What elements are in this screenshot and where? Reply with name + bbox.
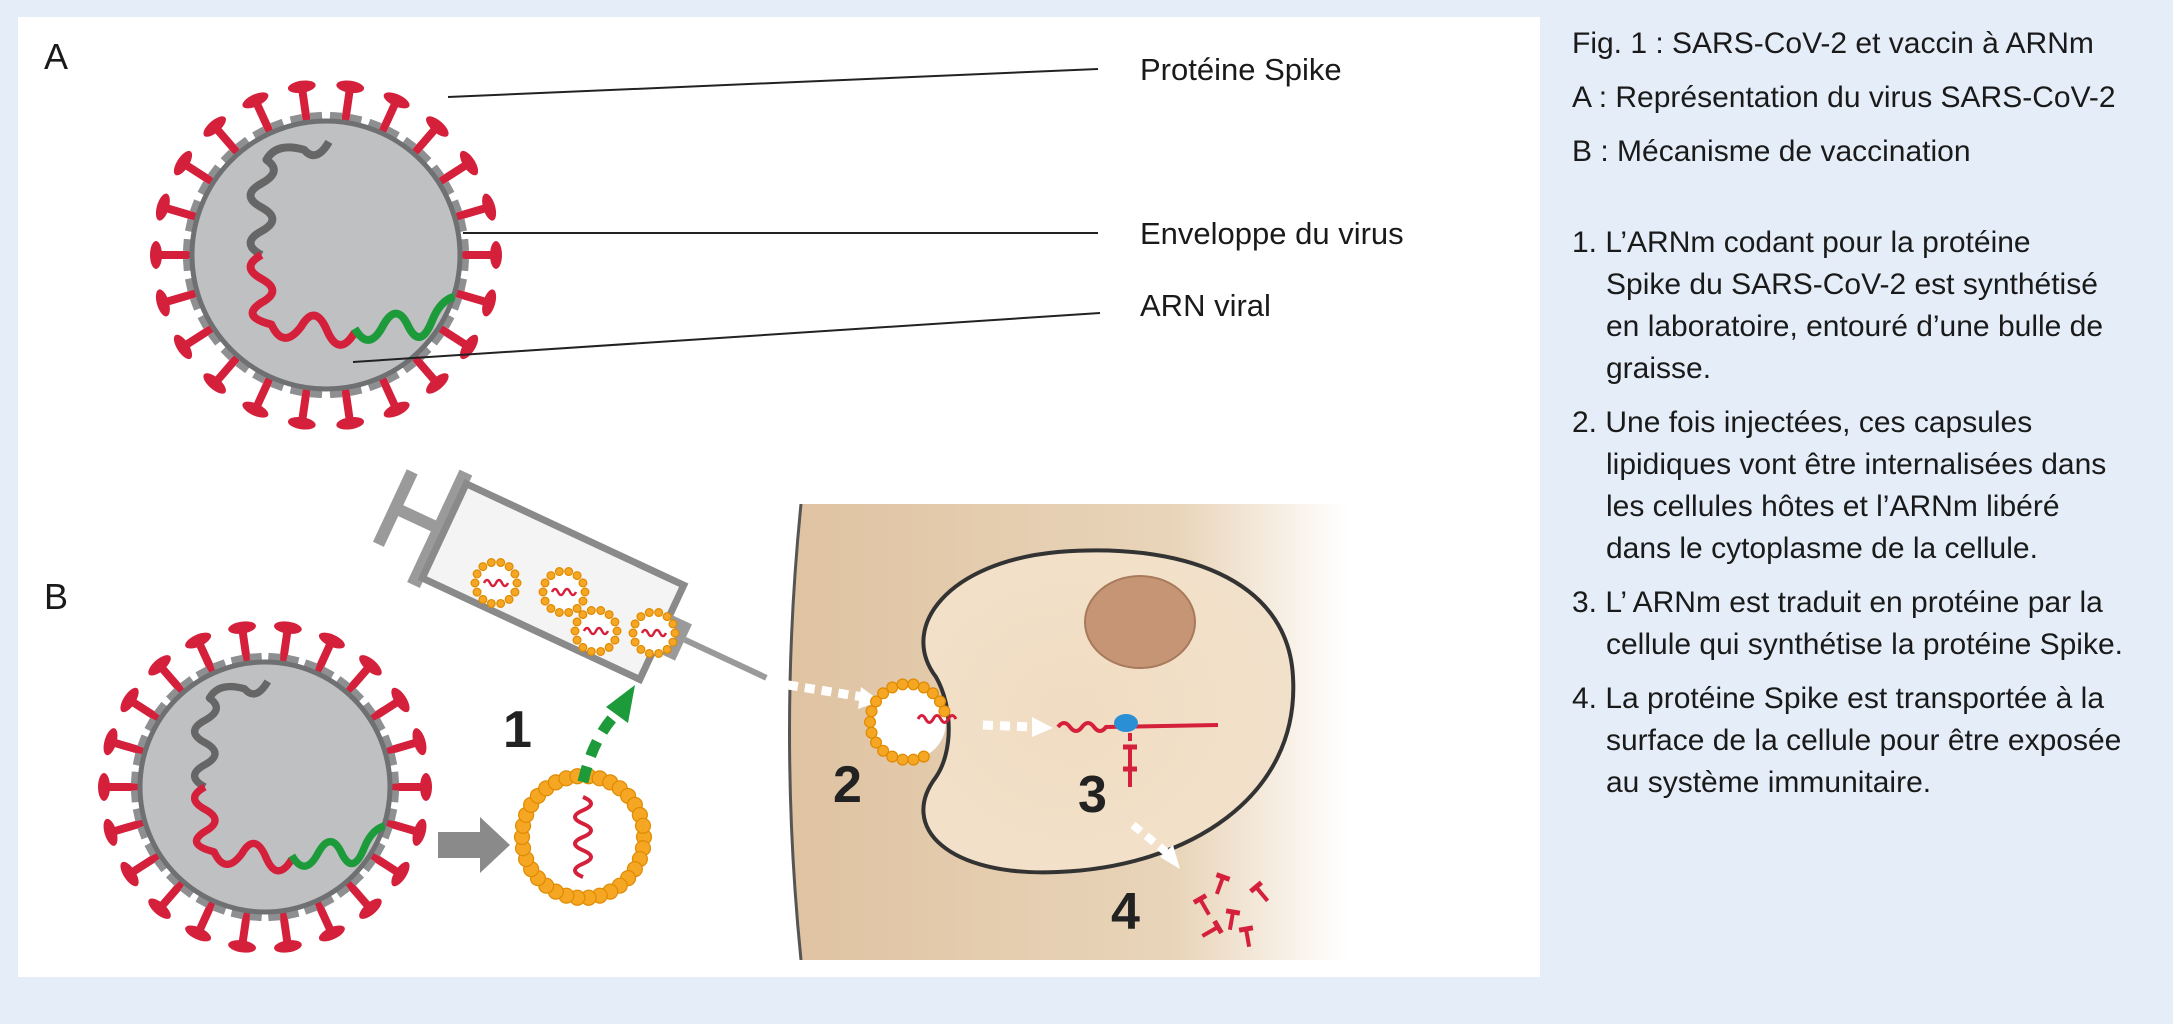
- spike-protein-icon: [148, 655, 185, 694]
- spike-protein-icon: [336, 80, 365, 123]
- caption-steps-list: 1. L’ARNm codant pour la protéine Spike …: [1572, 222, 2162, 804]
- spike-protein-icon: [1249, 880, 1270, 903]
- gray-arrow-icon: [438, 817, 510, 873]
- green-dashed-arrow-icon: [577, 685, 635, 784]
- spike-protein-icon: [390, 773, 432, 801]
- spike-protein-icon: [287, 387, 316, 430]
- spike-protein-icon: [379, 92, 410, 134]
- viral-rna-icon: [191, 679, 386, 875]
- caption-line-b: B : Mécanisme de vaccination: [1572, 135, 1971, 168]
- spike-protein-icon: [314, 632, 345, 674]
- virus-envelope-icon: [137, 659, 393, 915]
- diagram-svg: A B Protéine Spike Enveloppe du virus AR…: [44, 36, 1404, 961]
- spike-protein-icon: [274, 910, 302, 953]
- spike-protein-icon: [412, 355, 449, 394]
- figure-caption: Fig. 1 : SARS-CoV-2 et vaccin à ARNm A :…: [1572, 26, 2162, 816]
- label-spike-protein: Protéine Spike: [1140, 52, 1342, 87]
- label-virus-envelope: Enveloppe du virus: [1140, 216, 1404, 251]
- caption-line-a: A : Représentation du virus SARS-CoV-2: [1572, 81, 2116, 114]
- spike-protein-icon: [384, 818, 427, 846]
- spike-leader-line: [447, 68, 1099, 98]
- spike-protein-icon: [1238, 925, 1254, 948]
- spike-protein-icon: [242, 92, 273, 134]
- lipid-capsule-icon: [628, 608, 680, 658]
- spike-protein-icon: [1192, 893, 1211, 916]
- spike-protein-icon: [150, 241, 192, 269]
- spike-protein-icon: [242, 376, 273, 418]
- spike-protein-icon: [314, 900, 345, 942]
- spike-protein-icon: [1201, 919, 1224, 938]
- caption-step-2: 2. Une fois injectées, ces capsules lipi…: [1572, 406, 2107, 565]
- spike-protein-icon: [120, 687, 161, 722]
- panel-a-letter: A: [44, 36, 68, 77]
- spike-protein-icon: [454, 193, 497, 221]
- spike-protein-icon: [369, 852, 410, 887]
- dashed-arrows-icon: [787, 680, 1180, 869]
- figure-panel: A B Protéine Spike Enveloppe du virus AR…: [18, 17, 1540, 977]
- spike-protein-icon: [228, 910, 256, 953]
- spike-protein-icon: [228, 621, 256, 664]
- virus-envelope-icon: [189, 118, 463, 392]
- spike-protein-icon: [173, 325, 214, 360]
- spike-protein-icon: [460, 241, 502, 269]
- step-number-4: 4: [1111, 883, 1140, 941]
- nucleus-icon: [1084, 575, 1196, 669]
- spike-protein-icon: [203, 116, 240, 155]
- caption-title: Fig. 1 : SARS-CoV-2 et vaccin à ARNm: [1572, 27, 2094, 60]
- spike-protein-icon: [148, 880, 185, 919]
- spike-protein-icon: [438, 150, 479, 185]
- spike-protein-icon: [203, 355, 240, 394]
- spike-protein-icon: [274, 621, 302, 664]
- spike-protein-icon: [155, 289, 198, 317]
- spike-protein-icon: [379, 376, 410, 418]
- cell-membrane-outline: [921, 548, 1296, 875]
- spike-protein-icon: [185, 900, 216, 942]
- spike-protein-icon: [454, 289, 497, 317]
- spike-protein-icon: [1123, 744, 1137, 765]
- spike-protein-icon: [103, 728, 146, 756]
- lipid-nanoparticle: [513, 768, 653, 906]
- spike-protein-icon: [1214, 872, 1231, 895]
- ribosome-icon: [1114, 714, 1138, 732]
- step-number-2: 2: [833, 756, 862, 814]
- produced-spikes: [1123, 744, 1270, 948]
- caption-step-4: 4. La protéine Spike est transportée à l…: [1572, 682, 2122, 799]
- spike-protein-icon: [345, 655, 382, 694]
- spike-protein-icon: [412, 116, 449, 155]
- spike-protein-icon: [1123, 766, 1137, 787]
- viral-rna-icon: [246, 139, 456, 349]
- spike-protein-icon: [1225, 908, 1241, 931]
- spike-protein-icon: [155, 193, 198, 221]
- lipid-capsule-icon: [538, 567, 590, 617]
- label-viral-rna: ARN viral: [1140, 288, 1271, 323]
- syringe-capsules: [470, 558, 680, 658]
- lipid-capsule-icon: [570, 606, 622, 656]
- spike-protein-icon: [384, 728, 427, 756]
- spike-protein-icon: [438, 325, 479, 360]
- panel-b-letter: B: [44, 576, 68, 617]
- caption-step-1: 1. L’ARNm codant pour la protéine Spike …: [1572, 226, 2104, 385]
- virus-a-illustration: [150, 80, 502, 430]
- caption-step-3: 3. L’ ARNm est traduit en protéine par l…: [1572, 586, 2123, 661]
- rna-leader-line: [352, 312, 1101, 363]
- spike-protein-icon: [369, 687, 410, 722]
- spike-protein-icon: [287, 80, 316, 123]
- spike-protein-icon: [98, 773, 140, 801]
- virus-b-illustration: [98, 621, 432, 953]
- spike-protein-icon: [336, 387, 365, 430]
- endosome-capsule: [863, 678, 958, 766]
- step-number-3: 3: [1078, 766, 1107, 824]
- step-number-1: 1: [503, 701, 532, 759]
- spike-protein-icon: [103, 818, 146, 846]
- spike-protein-icon: [120, 852, 161, 887]
- spike-protein-icon: [185, 632, 216, 674]
- lipid-capsule-icon: [470, 558, 522, 608]
- spike-protein-icon: [345, 880, 382, 919]
- spike-protein-icon: [173, 150, 214, 185]
